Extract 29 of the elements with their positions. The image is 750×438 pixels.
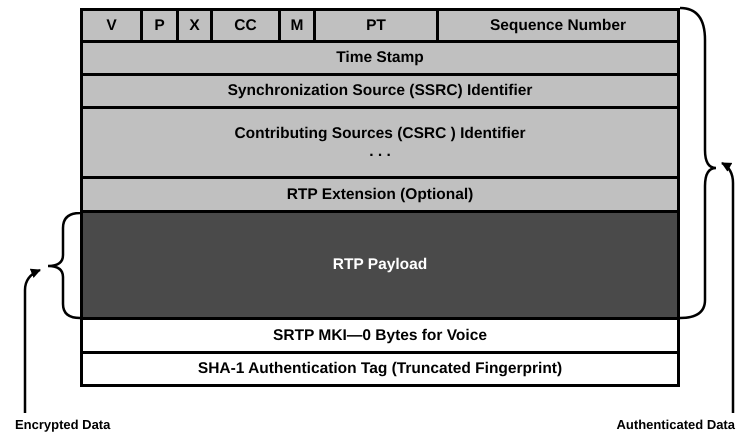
arrow bbox=[721, 162, 734, 413]
field-label: Contributing Sources (CSRC ) Identifier bbox=[234, 124, 526, 142]
packet-field bbox=[80, 210, 680, 320]
callout-label: Encrypted Data bbox=[15, 417, 125, 435]
packet-field bbox=[80, 73, 680, 109]
packet-field bbox=[80, 176, 680, 213]
field-label: P bbox=[154, 16, 165, 34]
packet-field bbox=[436, 8, 680, 43]
field-label: Time Stamp bbox=[336, 49, 424, 67]
field-label: V bbox=[106, 16, 117, 34]
packet-field bbox=[80, 106, 680, 179]
field-label: RTP Payload bbox=[332, 256, 428, 274]
field-label: Sequence Number bbox=[490, 16, 626, 34]
field-label: M bbox=[290, 16, 304, 34]
arrow bbox=[24, 268, 41, 413]
field-label: PT bbox=[366, 16, 386, 34]
field-label: X bbox=[189, 16, 200, 34]
callout-label: Authenticated Data bbox=[585, 417, 735, 435]
curly-brace bbox=[678, 6, 718, 320]
field-label: SRTP MKI—0 Bytes for Voice bbox=[273, 326, 487, 344]
packet-field bbox=[80, 40, 680, 76]
packet-field bbox=[80, 317, 680, 354]
packet-field bbox=[80, 351, 680, 387]
field-label: Synchronization Source (SSRC) Identifier bbox=[228, 82, 532, 100]
field-label: RTP Extension (Optional) bbox=[286, 186, 474, 204]
field-label: SHA-1 Authentication Tag (Truncated Fingerprint) bbox=[198, 360, 562, 378]
field-label: CC bbox=[234, 16, 257, 34]
curly-brace bbox=[46, 212, 82, 320]
ellipsis: . . . bbox=[369, 142, 391, 160]
